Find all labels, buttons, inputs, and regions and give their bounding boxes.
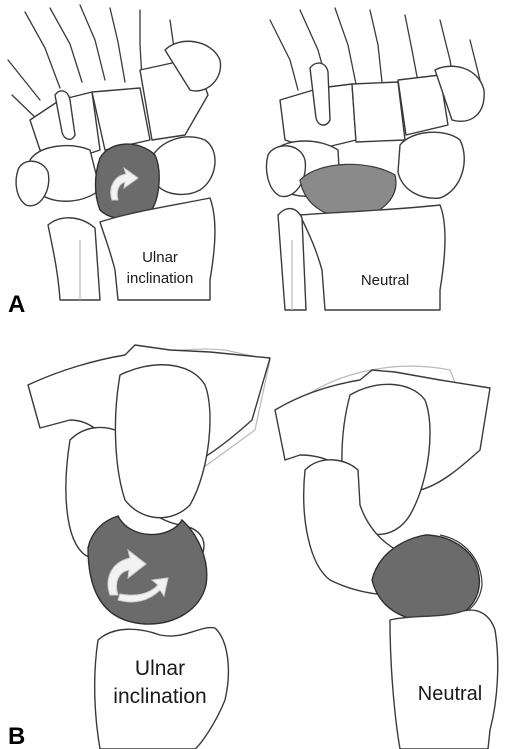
- panel-a-left-illustration: [8, 5, 221, 300]
- capitate-bone: [352, 82, 405, 142]
- panel-a-right-illustration: [267, 8, 485, 310]
- radius-bone: [300, 205, 445, 310]
- panel-b-inclination-label: inclination: [113, 685, 206, 708]
- capitate-bone: [92, 88, 150, 150]
- panel-a-neutral-label: Neutral: [361, 272, 409, 289]
- ulna-bone: [48, 218, 100, 300]
- panel-a-inclination-label: inclination: [127, 270, 194, 287]
- panel-b-ulnar-label: Ulnar: [135, 657, 185, 680]
- scaphoid-bone: [150, 137, 215, 194]
- pisiform-bone: [16, 161, 49, 206]
- panel-b-letter: B: [8, 723, 25, 749]
- panel-a-ulnar-label: Ulnar: [142, 249, 178, 266]
- scaphoid-bone: [115, 365, 210, 518]
- scaphoid-bone: [398, 132, 464, 198]
- panel-b-neutral-label: Neutral: [418, 683, 482, 705]
- radius-bone: [390, 610, 498, 749]
- panel-a-letter: A: [8, 291, 25, 318]
